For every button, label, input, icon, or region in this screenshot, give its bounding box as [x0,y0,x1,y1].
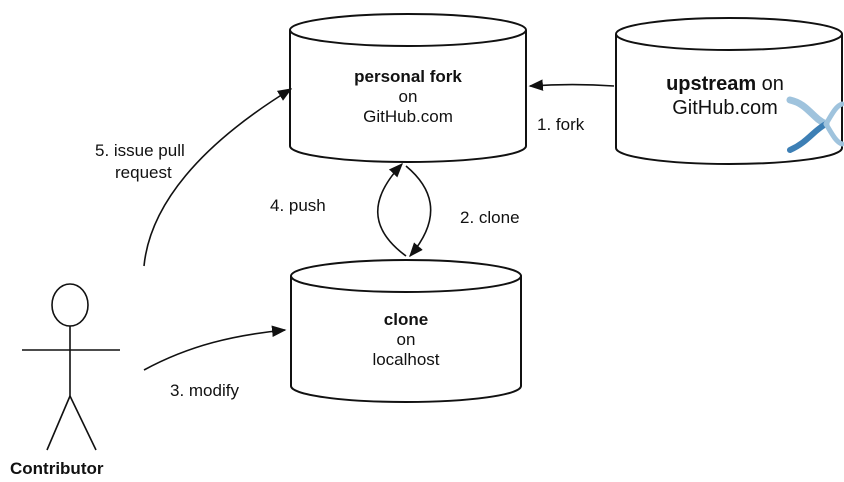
fork-arrow [528,79,615,91]
personal-fork-label: personal fork on GitHub.com [318,67,498,127]
clone-label: clone on localhost [316,310,496,370]
upstream-cylinder [615,17,843,165]
clone-host: localhost [372,350,440,369]
modify-arrow [143,325,287,371]
personal-fork-host: GitHub.com [363,107,453,126]
upstream-label: upstream on GitHub.com [640,72,810,120]
clone-title: clone [383,310,429,329]
step-fork-label: 1. fork [537,115,585,134]
upstream-host: GitHub.com [672,97,778,119]
personal-fork-cylinder [289,13,527,163]
step-modify-label: 3. modify [170,381,239,400]
github-x-logo-icon [786,96,844,153]
clone-on: on [396,330,416,349]
personal-fork-title: personal fork [354,67,462,86]
step-clone-label: 2. clone [460,208,520,227]
upstream-title-line: upstream on [640,72,810,96]
contributor-label: Contributor [10,459,104,478]
step-pull-request-line2: request [115,163,172,182]
clone-arrow [405,165,432,258]
step-push-label: 4. push [270,196,326,215]
personal-fork-on: on [398,87,418,106]
step-pull-request-line1: 5. issue pull [95,141,185,160]
step-pull-request-label: 5. issue pull request [95,140,185,184]
upstream-on: on [756,73,784,95]
push-arrow [376,162,407,257]
contributor-figure [22,283,120,451]
upstream-name: upstream [666,73,757,95]
clone-cylinder [290,259,522,403]
pull-request-arrow [143,88,293,267]
